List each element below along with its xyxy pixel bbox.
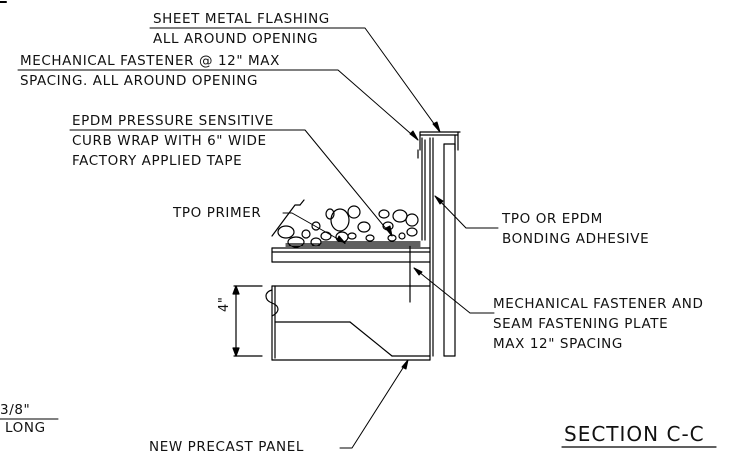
membrane-layers	[285, 241, 421, 303]
sheet-metal-note-line1: SHEET METAL FLASHING	[153, 11, 330, 27]
fastener-plate-note-line3: MAX 12" SPACING	[493, 336, 623, 352]
tpo-primer-note: TPO PRIMER	[173, 205, 262, 221]
bonding-adhesive-note-line1: TPO OR EPDM	[502, 211, 603, 227]
mech-fastener-note-line1: MECHANICAL FASTENER @ 12" MAX	[20, 53, 280, 69]
bonding-adhesive-note-line2: BONDING ADHESIVE	[502, 231, 650, 247]
dimension-line	[232, 285, 263, 357]
epdm-wrap-note-line3: FACTORY APPLIED TAPE	[72, 153, 243, 169]
sheet-metal-flashing	[417, 131, 461, 159]
mech-fastener-note-line2: SPACING. ALL AROUND OPENING	[20, 73, 259, 89]
left-fragment-line2: LONG	[5, 420, 46, 436]
leader-lines	[0, 27, 499, 449]
section-title: SECTION C-C	[564, 422, 705, 446]
ballast-gravel	[271, 199, 419, 248]
break-symbol	[265, 289, 279, 317]
epdm-wrap-note-line1: EPDM PRESSURE SENSITIVE	[72, 113, 274, 129]
sheet-metal-note-line2: ALL AROUND OPENING	[153, 31, 319, 47]
curb-wall	[421, 137, 456, 361]
dimension-label: 4"	[217, 296, 232, 312]
curb-body	[271, 247, 431, 361]
epdm-wrap-note-line2: CURB WRAP WITH 6" WIDE	[72, 133, 267, 149]
precast-panel-note: NEW PRECAST PANEL	[149, 439, 304, 455]
fastener-plate-note-line1: MECHANICAL FASTENER AND	[493, 296, 704, 312]
left-fragment-line1: 3/8"	[0, 402, 31, 418]
fastener-plate-note-line2: SEAM FASTENING PLATE	[493, 316, 669, 332]
